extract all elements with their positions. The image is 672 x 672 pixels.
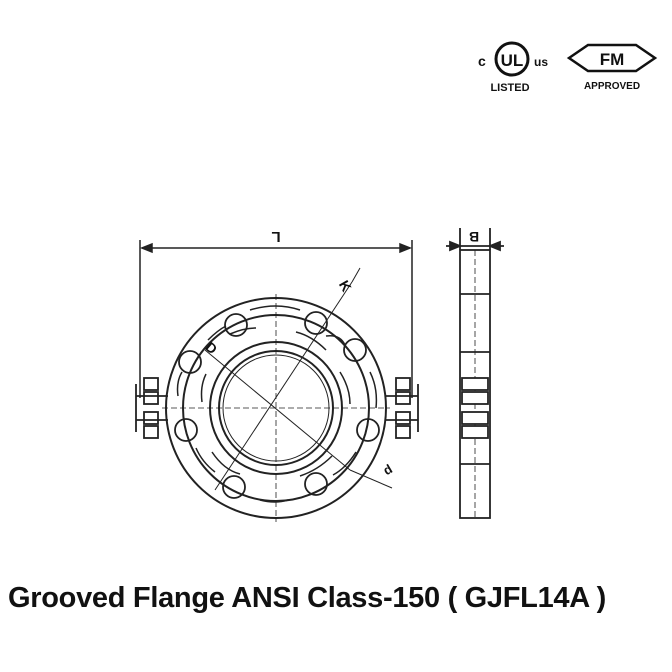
dimension-d-label: D — [202, 339, 220, 358]
rib-pockets — [176, 305, 378, 503]
centre-lines — [162, 294, 390, 522]
flange-front-view — [162, 267, 393, 522]
dimension-l-label: L — [271, 228, 280, 245]
fm-approved-text: APPROVED — [584, 81, 640, 92]
dimension-b-label: B — [469, 229, 479, 245]
bolt-assembly-right — [386, 377, 419, 439]
bolt-assembly-left — [135, 377, 168, 439]
ul-listed-text: LISTED — [490, 82, 529, 94]
ul-c-text: c — [478, 53, 486, 69]
fm-approved-logo: FM APPROVED — [566, 43, 658, 92]
flange-side-view — [446, 228, 504, 519]
dimension-d-small-label: d — [381, 461, 395, 478]
ul-listed-logo: c UL us LISTED — [478, 41, 548, 94]
bolt-holes — [174, 311, 380, 499]
ul-mark-text: UL — [501, 51, 524, 70]
ul-us-text: us — [534, 55, 548, 69]
flange-drawing: c UL us LISTED FM APPROVED L — [135, 41, 658, 522]
dimension-l — [139, 240, 413, 398]
fm-mark-text: FM — [600, 50, 625, 69]
product-caption: Grooved Flange ANSI Class-150 ( GJFL14A … — [8, 582, 606, 614]
